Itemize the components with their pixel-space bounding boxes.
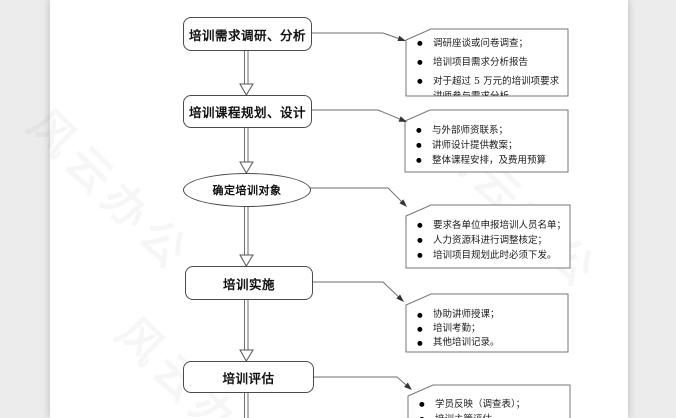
callout-item: ● 培训主管评估	[409, 412, 569, 418]
flow-node-label: 培训需求调研、分析	[188, 28, 306, 43]
callout-item: ● 讲师设计提供教案；	[406, 138, 566, 153]
bullet-icon: ●	[417, 339, 423, 347]
callout-item: ● 要求各单位申报培训人员名单；	[407, 218, 569, 233]
flow-node-label: 确定培训对象	[212, 185, 282, 197]
callout-evaluation: ● 学员反映（调查表）； ● 培训主管评估	[409, 397, 569, 418]
bullet-icon: ●	[417, 311, 423, 319]
callout-item-text: 调研座谈或问卷调查；	[433, 38, 529, 49]
flow-node-label: 培训评估	[222, 371, 275, 386]
bullet-icon: ●	[416, 126, 422, 134]
callout-item-text: 与外部师资联系；	[432, 125, 509, 136]
flow-node-implementation: 培训实施	[185, 266, 313, 300]
callout-item-text: 讲师设计提供教案；	[432, 140, 518, 151]
flow-node-label: 培训实施	[222, 277, 275, 292]
bullet-icon: ●	[417, 58, 423, 66]
callout-item: ● 协助讲师授课；	[407, 308, 567, 322]
callout-item: ● 整体课程安排，及费用预算	[406, 153, 566, 168]
bullet-icon: ●	[416, 141, 422, 149]
callout-item: ● 培训项目需求分析报告	[407, 55, 567, 70]
callout-item-text: 人力资源科进行调整核定；	[433, 235, 548, 246]
bullet-icon: ●	[417, 77, 423, 85]
bullet-icon: ●	[417, 221, 423, 229]
callout-course-design: ● 与外部师资联系； ● 讲师设计提供教案； ● 整体课程安排，及费用预算	[406, 123, 566, 172]
bullet-icon: ●	[417, 325, 423, 333]
callout-item-text: 对于超过 5 万元的培训项要求讲师参与需求分析	[433, 76, 560, 96]
callout-item-text: 其他培训记录。	[433, 337, 500, 348]
bullet-icon: ●	[417, 251, 423, 259]
callout-item-text: 培训项目规划此时必须下发。	[433, 250, 557, 261]
callout-item-text: 培训主管评估	[435, 412, 569, 418]
callout-item-text: 培训考勤；	[433, 323, 481, 334]
callout-item: ● 与外部师资联系；	[406, 123, 566, 138]
callout-item: ● 培训考勤；	[407, 322, 567, 336]
callout-item-text: 协助讲师授课；	[433, 309, 500, 320]
callout-define-trainees: ● 要求各单位申报培训人员名单； ● 人力资源科进行调整核定； ● 培训项目规划此时必…	[407, 218, 569, 268]
flow-node-define-trainees: 确定培训对象	[183, 173, 311, 207]
bullet-icon: ●	[419, 400, 425, 408]
callout-needs-analysis: ● 调研座谈或问卷调查； ● 培训项目需求分析报告 ● 对于超过 5 万元的培训项要求…	[407, 36, 567, 96]
flow-node-evaluation: 培训评估	[183, 361, 314, 393]
callout-implementation: ● 协助讲师授课； ● 培训考勤； ● 其他培训记录。	[407, 308, 567, 352]
callout-item: ● 其他培训记录。	[407, 336, 567, 350]
bullet-icon: ●	[417, 39, 423, 47]
callout-item-text: 学员反映（调查表）；	[435, 399, 526, 410]
flow-node-needs-analysis: 培训需求调研、分析	[183, 17, 312, 51]
flow-node-course-design: 培训课程规划、设计	[183, 95, 312, 128]
flow-node-label: 培训课程规划、设计	[188, 106, 306, 120]
callout-item: ● 对于超过 5 万元的培训项要求讲师参与需求分析	[407, 74, 567, 96]
callout-item: ● 调研座谈或问卷调查；	[407, 36, 567, 51]
bullet-icon: ●	[417, 236, 423, 244]
bullet-icon: ●	[419, 412, 428, 418]
callout-item-text: 整体课程安排，及费用预算	[432, 155, 547, 166]
callout-item: ● 学员反映（调查表）；	[409, 397, 569, 412]
callout-item: ● 培训项目规划此时必须下发。	[407, 248, 569, 263]
callout-item-text: 培训项目需求分析报告	[433, 57, 529, 68]
callout-item-text: 要求各单位申报培训人员名单；	[433, 220, 567, 231]
bullet-icon: ●	[416, 156, 422, 164]
callout-item: ● 人力资源科进行调整核定；	[407, 233, 569, 248]
